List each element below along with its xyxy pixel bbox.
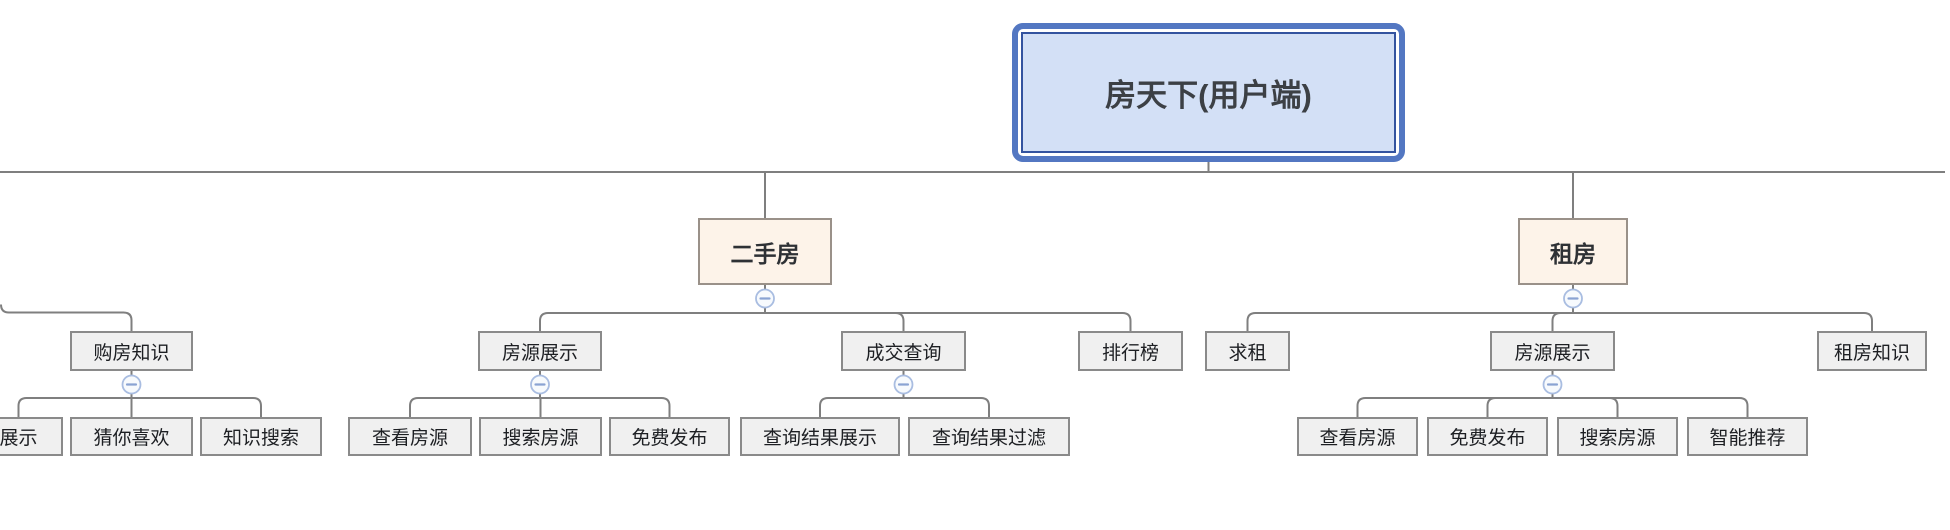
topic-node-chakan-fangyuan-esf[interactable]: 查看房源 xyxy=(348,417,472,456)
topic-node-fangyuan-zhanshi-esf[interactable]: 房源展示 xyxy=(478,331,602,371)
collapse-minus-icon-chengjiao-chaxun[interactable] xyxy=(893,374,914,395)
topic-node-qiuzu[interactable]: 求租 xyxy=(1205,331,1290,371)
topic-node-cai-ni-xihuan[interactable]: 猜你喜欢 xyxy=(70,417,193,456)
connector-line xyxy=(409,397,540,417)
collapse-minus-icon-fangyuan-zhanshi-zf[interactable] xyxy=(1542,374,1563,395)
topic-node-fangyuan-zhanshi-zf[interactable]: 房源展示 xyxy=(1490,331,1615,371)
connector-line xyxy=(1573,312,1873,331)
topic-node-chengjiao-chaxun[interactable]: 成交查询 xyxy=(841,331,966,371)
topic-node-root[interactable]: 房天下(用户端) xyxy=(1012,23,1405,162)
collapse-minus-icon-zufang[interactable] xyxy=(1563,288,1583,309)
connector-line xyxy=(1356,397,1553,417)
connector-line xyxy=(765,312,905,331)
connector-line xyxy=(1551,312,1573,331)
topic-node-ershoufang[interactable]: 二手房 xyxy=(698,218,832,285)
topic-node-paihangbang[interactable]: 排行榜 xyxy=(1078,331,1183,371)
topic-node-chaxun-jieguo-zhanshi[interactable]: 查询结果展示 xyxy=(740,417,900,456)
connector-line xyxy=(540,397,671,417)
connector-line xyxy=(1552,397,1749,417)
collapse-minus-icon-goufang-zhishi[interactable] xyxy=(121,374,142,395)
topic-node-zufang-zhishi[interactable]: 租房知识 xyxy=(1817,331,1927,371)
connector-line xyxy=(765,312,1132,331)
topic-node-goufang-zhishi[interactable]: 购房知识 xyxy=(70,331,193,371)
topic-node-root-label: 房天下(用户端) xyxy=(1021,32,1396,153)
connector-line xyxy=(1552,397,1619,417)
connector-line xyxy=(0,304,133,331)
connector-line xyxy=(1246,312,1573,331)
topic-node-zufang[interactable]: 租房 xyxy=(1518,218,1628,285)
topic-node-sousuo-fangyuan-zf[interactable]: 搜索房源 xyxy=(1557,417,1678,456)
topic-node-chaxun-jieguo-guolv[interactable]: 查询结果过滤 xyxy=(908,417,1070,456)
connector-line xyxy=(539,312,765,331)
topic-node-sousuo-fangyuan-esf[interactable]: 搜索房源 xyxy=(479,417,602,456)
topic-node-zhanshi-cut[interactable]: 展示 xyxy=(0,417,63,456)
connector-line xyxy=(17,397,132,417)
topic-node-mianfei-fabu-zf[interactable]: 免费发布 xyxy=(1427,417,1548,456)
collapse-minus-icon-fangyuan-zhanshi-esf[interactable] xyxy=(530,374,550,395)
collapse-minus-icon-ershoufang[interactable] xyxy=(755,288,775,309)
connector-line xyxy=(903,397,990,417)
connector-line xyxy=(819,397,904,417)
topic-node-zhishi-sousuo[interactable]: 知识搜索 xyxy=(200,417,322,456)
topic-node-mianfei-fabu-esf[interactable]: 免费发布 xyxy=(609,417,730,456)
connector-line xyxy=(1486,397,1553,417)
topic-node-chakan-fangyuan-zf[interactable]: 查看房源 xyxy=(1297,417,1418,456)
connector-line xyxy=(131,397,262,417)
topic-node-zhineng-tuijian[interactable]: 智能推荐 xyxy=(1687,417,1808,456)
